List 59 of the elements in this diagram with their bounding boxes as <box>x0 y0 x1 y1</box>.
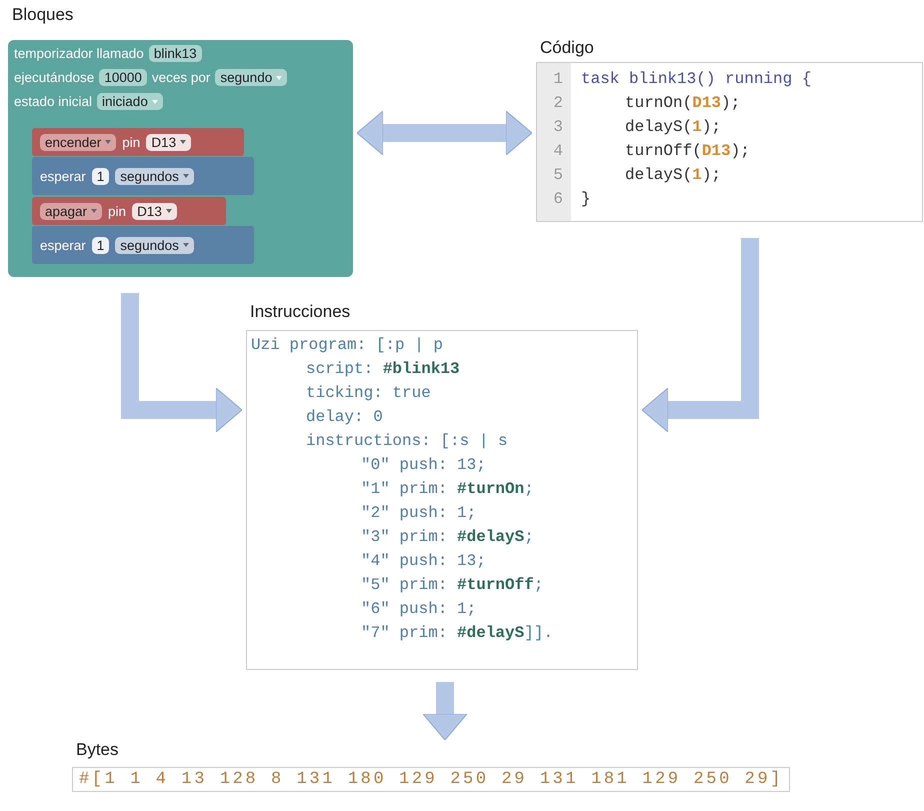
dropdown-field: apagar <box>40 202 102 220</box>
dropdown-field: iniciado <box>97 93 163 110</box>
block-label: esperar <box>40 238 86 252</box>
code-line: "4" push: 13; <box>361 551 486 572</box>
line-number: 6 <box>552 189 563 210</box>
code-line: } <box>581 189 591 210</box>
code-line: delayS(1); <box>625 165 722 186</box>
block-label: pin <box>122 134 140 150</box>
value-field: 1 <box>92 168 110 184</box>
code-line: "3" prim: #delayS; <box>361 527 534 548</box>
block-label: esperar <box>40 168 86 184</box>
section-heading: Bloques <box>12 5 74 25</box>
code-line: turnOff(D13); <box>625 141 750 162</box>
dropdown-field: encender <box>40 134 116 150</box>
dropdown-field: D13 <box>146 134 192 150</box>
code-line: turnOn(D13); <box>625 93 740 114</box>
line-number: 5 <box>552 165 563 186</box>
code-line: task blink13() running { <box>581 69 812 90</box>
dropdown-field: segundo <box>215 69 288 86</box>
code-block <box>32 197 226 225</box>
value-field: blink13 <box>148 45 202 62</box>
section-heading: Código <box>540 38 594 58</box>
code-line: ticking: true <box>306 383 431 404</box>
line-number: 3 <box>552 117 563 138</box>
section-heading: Instrucciones <box>250 302 350 322</box>
block-label: estado inicial <box>14 94 92 109</box>
line-number: 2 <box>552 93 563 114</box>
code-line: "6" push: 1; <box>361 599 476 620</box>
code-line: delayS(1); <box>625 117 722 138</box>
block-label: temporizador llamado <box>14 46 144 61</box>
code-line: script: #blink13 <box>306 359 460 380</box>
value-field: 10000 <box>99 69 147 86</box>
section-heading: Bytes <box>76 740 119 760</box>
byte-sequence: #[1 1 4 13 128 8 131 180 129 250 29 131 181 129 250 29] <box>72 767 790 792</box>
block-label: ejecutándose <box>14 70 94 85</box>
code-line: instructions: [:s | s <box>306 431 508 452</box>
dropdown-field: segundos <box>115 168 194 184</box>
value-field: 1 <box>92 236 110 254</box>
arrow <box>121 293 242 432</box>
code-block <box>32 226 254 264</box>
arrow <box>642 238 759 432</box>
code-line: Uzi program: [:p | p <box>251 335 444 356</box>
timer-block <box>8 40 353 277</box>
line-number: 4 <box>552 141 563 162</box>
code-line: "1" prim: #turnOn; <box>361 479 534 500</box>
code-line: "2" push: 1; <box>361 503 476 524</box>
line-number: 1 <box>552 69 563 90</box>
code-block <box>32 128 244 156</box>
code-block <box>32 157 254 195</box>
block-label: pin <box>108 204 126 218</box>
block-label: veces por <box>152 70 210 85</box>
code-line: "0" push: 13; <box>361 455 486 476</box>
arrow <box>356 110 532 156</box>
arrow <box>422 682 468 740</box>
code-line: "5" prim: #turnOff; <box>361 575 544 596</box>
code-line: "7" prim: #delayS]]. <box>361 623 554 644</box>
code-line: delay: 0 <box>306 407 383 428</box>
dropdown-field: D13 <box>132 202 177 220</box>
dropdown-field: segundos <box>115 236 194 254</box>
